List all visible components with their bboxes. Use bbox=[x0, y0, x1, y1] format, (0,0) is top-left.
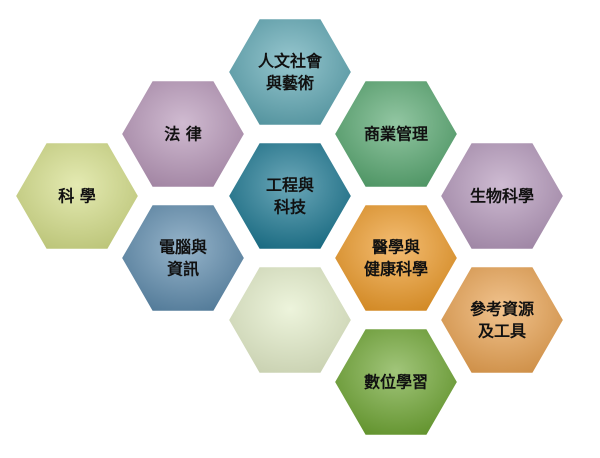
hexagon-shape bbox=[226, 141, 354, 251]
hexagon-label: 健康科學 bbox=[364, 260, 428, 279]
hexagon-science[interactable]: 科 學 bbox=[13, 141, 141, 251]
hexagon-label: 商業管理 bbox=[364, 125, 428, 144]
hexagon-life-science[interactable]: 生物科學 bbox=[438, 141, 566, 251]
hexagon-shape bbox=[438, 141, 566, 251]
hexagon-label: 生物科學 bbox=[470, 187, 534, 206]
hexagon-label: 參考資源 bbox=[470, 300, 534, 319]
hexagon-label: 法 律 bbox=[164, 125, 202, 144]
hexagon-label: 與藝術 bbox=[266, 74, 314, 93]
hexagon-law[interactable]: 法 律 bbox=[119, 79, 247, 189]
hexagon-shape bbox=[13, 141, 141, 251]
hexagon-shape bbox=[119, 79, 247, 189]
hexagon-label: 人文社會 bbox=[258, 52, 323, 71]
hexagon-label: 科技 bbox=[274, 198, 307, 217]
hexagon-blank bbox=[226, 265, 354, 375]
hexagon-shape bbox=[226, 265, 354, 375]
hexagon-label: 科 學 bbox=[58, 187, 96, 206]
hexagon-shape bbox=[332, 79, 460, 189]
hexagon-shape bbox=[332, 203, 460, 313]
hexagon-business[interactable]: 商業管理 bbox=[332, 79, 460, 189]
hexagon-digital-learning[interactable]: 數位學習 bbox=[332, 327, 460, 437]
hexagon-label: 工程與 bbox=[266, 176, 314, 195]
hexagon-label: 及工具 bbox=[478, 322, 526, 341]
hexagon-label: 資訊 bbox=[167, 260, 199, 279]
hexagon-shape bbox=[438, 265, 566, 375]
hexagon-label: 電腦與 bbox=[159, 238, 207, 257]
hexagon-shape bbox=[226, 17, 354, 127]
hexagon-shape bbox=[119, 203, 247, 313]
hexagon-shape bbox=[332, 327, 460, 437]
hexagon-label: 數位學習 bbox=[364, 373, 428, 392]
hexagon-label: 醫學與 bbox=[372, 238, 420, 257]
